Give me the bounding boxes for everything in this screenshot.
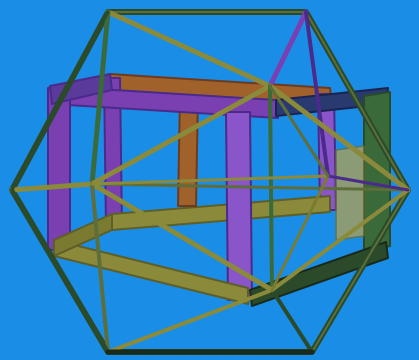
polyhedron-illustration [0,0,419,360]
image-stage [0,0,419,360]
